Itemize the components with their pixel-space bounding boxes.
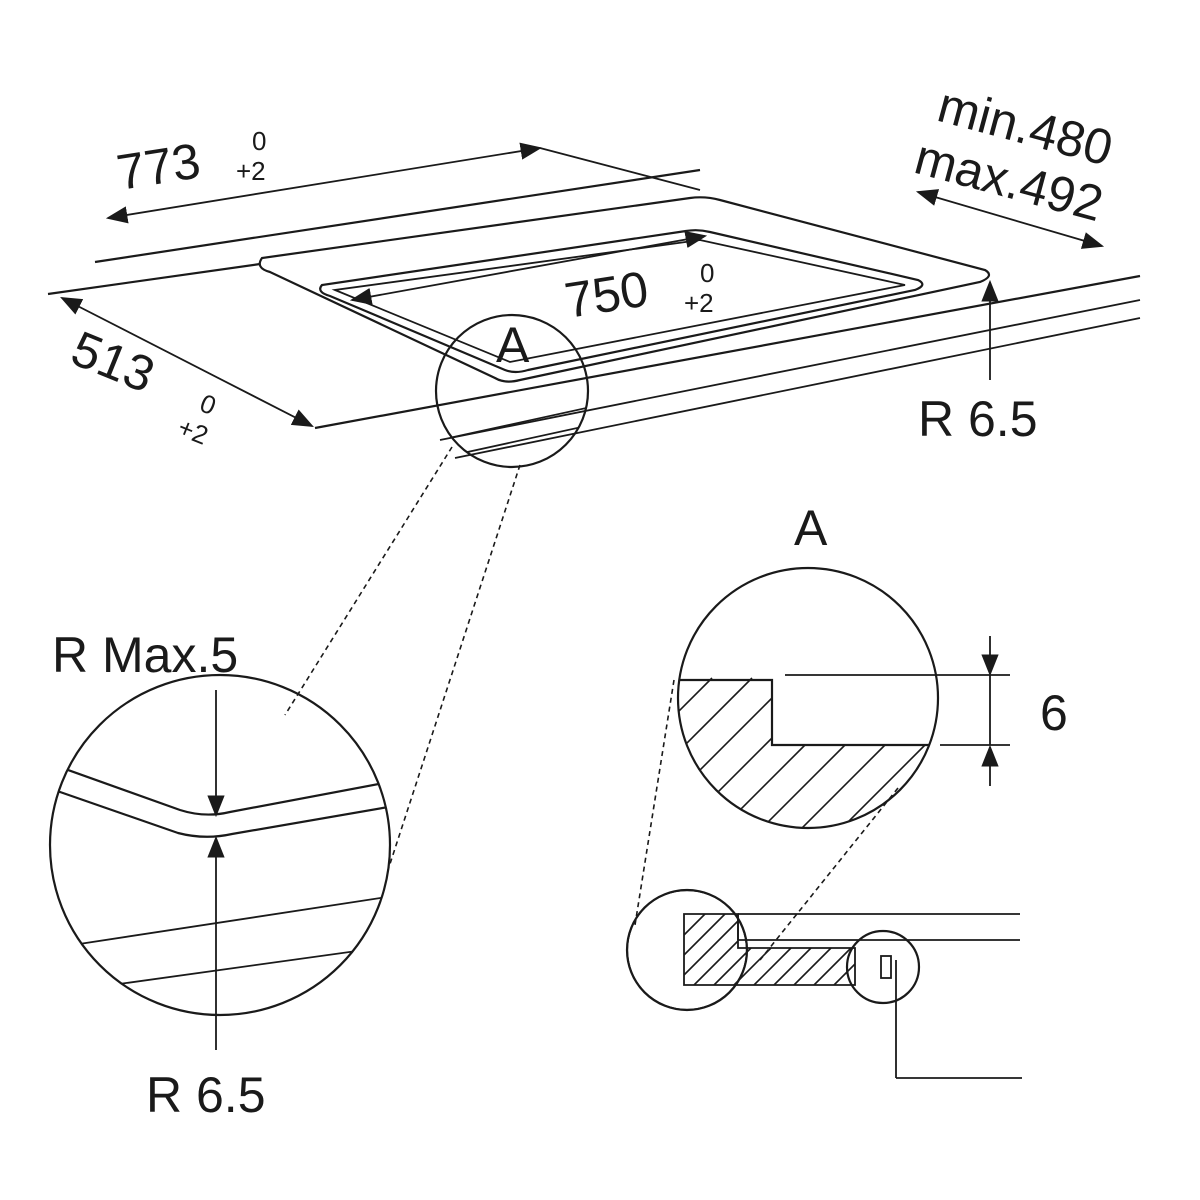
dim-750-tol-lower: +2 — [684, 288, 714, 318]
dim-773-tol-upper: 0 — [252, 126, 266, 156]
section-overview — [625, 888, 1022, 1079]
section-profile — [683, 913, 856, 986]
dim-depth-line — [915, 189, 1105, 249]
dim-773-ext — [539, 147, 701, 191]
dim-513: 513 0 +2 — [60, 297, 314, 451]
section-detail-a: A 6 — [676, 500, 1068, 830]
fastener-circle — [845, 929, 921, 1005]
dim-773-line — [105, 142, 543, 224]
cutout-outer — [258, 196, 991, 383]
dim-773: 773 0 +2 — [105, 126, 701, 224]
worktop-front-edge-lower — [439, 299, 1141, 441]
worktop-bottom-edge — [454, 317, 1141, 459]
detail-enlarged-corner: R Max.5 R 6.5 — [48, 627, 392, 1123]
dim-513-tol-upper: 0 — [196, 388, 221, 421]
dim-773-tol-lower: +2 — [236, 156, 266, 186]
detail-circle-large — [48, 673, 392, 1017]
radius-max-label: R Max.5 — [52, 627, 238, 683]
dim-750-tol-upper: 0 — [700, 258, 714, 288]
dim-750: 750 0 +2 — [349, 230, 714, 329]
worktop-front-edge — [314, 274, 1141, 430]
worktop-isometric — [47, 168, 1141, 459]
section-hatch — [683, 913, 856, 986]
section-small-circle-outline — [625, 888, 749, 1012]
dim-513-line — [60, 297, 314, 427]
detail-connectors-left — [284, 446, 521, 871]
dim-773-value: 773 — [113, 133, 204, 201]
corner-lower-curve — [50, 783, 390, 838]
radius-top-label: R 6.5 — [918, 391, 1038, 447]
dim-513-value: 513 — [64, 320, 162, 403]
detail-a-edge-2 — [439, 422, 588, 459]
dim-worktop-depth: min.480 max.492 — [909, 77, 1118, 249]
detail-circle-a — [434, 313, 590, 469]
worktop-left-edge — [47, 262, 261, 296]
connector-right-1 — [634, 679, 675, 926]
detail-label-top: A — [496, 317, 530, 373]
connector-right-2 — [759, 787, 899, 961]
corner-edge-1 — [50, 894, 390, 951]
dim-radius-top: R 6.5 — [918, 279, 1038, 447]
dim-750-value: 750 — [561, 261, 652, 329]
rebate-profile — [678, 678, 938, 828]
detail-connectors-right — [634, 679, 899, 961]
detail-label-section: A — [794, 500, 828, 556]
detail-a-edge-1 — [439, 404, 588, 441]
corner-edge-2 — [50, 944, 390, 996]
cutout-inner — [319, 229, 924, 374]
connector-left-2 — [387, 464, 521, 871]
detail-circle-top: A — [434, 313, 590, 469]
section-circle-a — [676, 566, 940, 830]
rebate-depth-label: 6 — [1040, 685, 1068, 741]
corner-upper-curve — [50, 758, 390, 816]
dim-750-line — [349, 230, 708, 306]
fastener-clip — [880, 955, 892, 979]
connector-left-1 — [284, 446, 453, 716]
radius-detail-label: R 6.5 — [146, 1067, 266, 1123]
